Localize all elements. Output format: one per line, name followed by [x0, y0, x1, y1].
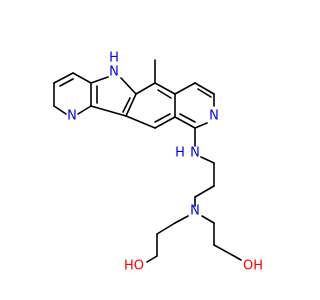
- bond: [197, 88, 212, 98]
- bond: [122, 97, 131, 113]
- bond: [233, 255, 242, 261]
- atom-label-nitrogen: N: [67, 109, 77, 124]
- atom-label-hydroxyl: HO: [124, 259, 144, 274]
- bond: [146, 255, 158, 263]
- bond: [201, 215, 215, 224]
- atom-label-hydrogen: H: [109, 51, 119, 66]
- bond: [59, 78, 74, 87]
- bond: [72, 72, 92, 84]
- bond: [135, 82, 156, 95]
- bond: [213, 244, 235, 257]
- atom-label-hydrogen: H: [175, 146, 185, 161]
- bond: [200, 156, 215, 164]
- bond: [90, 76, 109, 84]
- atom-label-nitrogen: N: [190, 146, 200, 161]
- bond: [77, 105, 92, 115]
- atom-label-nitrogen: N: [109, 65, 119, 80]
- chemical-structure-diagram: N H N N H N N HO OH: [53, 51, 263, 274]
- bond: [154, 113, 171, 123]
- bond: [174, 116, 196, 129]
- bond: [194, 185, 215, 198]
- bonds: [53, 59, 242, 263]
- bond: [53, 72, 74, 84]
- bond: [120, 77, 137, 95]
- atom-label-hydroxyl: OH: [243, 259, 263, 274]
- bond: [174, 82, 196, 95]
- bond: [125, 93, 137, 117]
- bond: [53, 105, 67, 115]
- bond: [154, 116, 176, 129]
- bond: [156, 222, 176, 235]
- bond: [179, 113, 196, 123]
- atom-labels: N H N N H N N HO OH: [67, 51, 263, 274]
- atom-label-nitrogen: N: [190, 204, 200, 219]
- bond: [194, 122, 208, 129]
- bond: [157, 89, 172, 99]
- atom-label-nitrogen: N: [209, 109, 219, 124]
- bond: [174, 215, 189, 224]
- bond: [154, 82, 176, 95]
- bond: [125, 115, 156, 129]
- bond: [90, 105, 127, 117]
- bond: [194, 82, 215, 95]
